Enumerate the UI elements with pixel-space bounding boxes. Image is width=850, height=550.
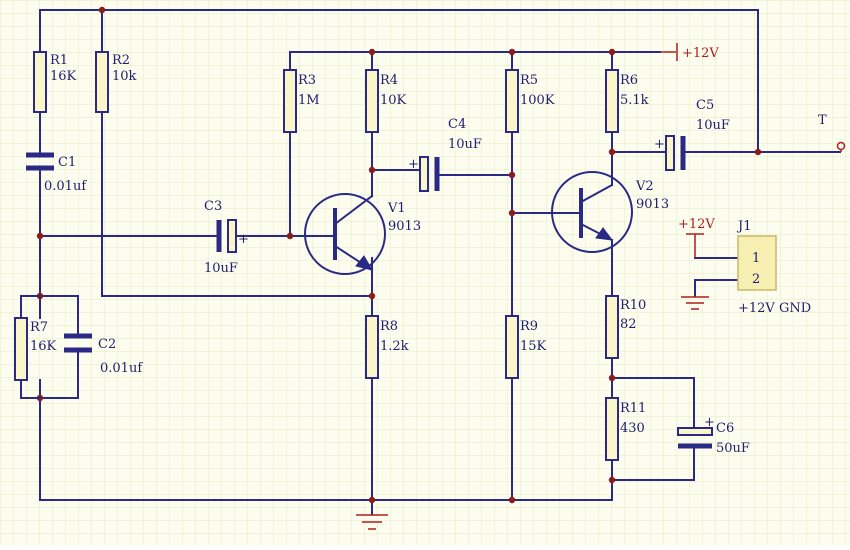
- c5-label: C5: [696, 98, 714, 113]
- r4-value: 10K: [380, 93, 407, 108]
- transistor-v2[interactable]: V2 9013: [551, 171, 669, 253]
- junction: [508, 496, 516, 504]
- junction: [368, 166, 376, 174]
- power-symbol-j1: +12V: [678, 217, 715, 258]
- c6-value: 50uF: [716, 441, 750, 456]
- j1-pin-2: 2: [752, 272, 760, 287]
- j1-label: J1: [736, 219, 751, 234]
- junction: [508, 209, 516, 217]
- output-terminal-label: T: [818, 113, 827, 128]
- r8-value: 1.2k: [380, 339, 409, 354]
- r1-label: R1: [50, 53, 68, 68]
- ground-symbol-main: [356, 514, 388, 530]
- r2-label: R2: [112, 53, 130, 68]
- r5-value: 100K: [520, 93, 555, 108]
- v2-value: 9013: [636, 197, 669, 212]
- junction: [608, 476, 616, 484]
- junction: [36, 232, 44, 240]
- resistor-r4[interactable]: R4 10K: [365, 69, 407, 133]
- r6-label: R6: [620, 73, 638, 88]
- svg-text:+: +: [238, 232, 249, 247]
- c3-label: C3: [204, 199, 222, 214]
- svg-text:+: +: [704, 415, 715, 430]
- r7-value: 16K: [30, 339, 57, 354]
- junction: [754, 148, 762, 156]
- capacitor-c6[interactable]: + C6 50uF: [677, 415, 750, 456]
- junction: [368, 496, 376, 504]
- c2-label: C2: [98, 337, 116, 352]
- r5-label: R5: [520, 73, 538, 88]
- resistor-r8[interactable]: R8 1.2k: [365, 315, 409, 379]
- r3-label: R3: [298, 73, 316, 88]
- resistor-r5[interactable]: R5 100K: [505, 69, 555, 133]
- capacitor-c1[interactable]: C1 0.01uf: [26, 152, 87, 194]
- r11-value: 430: [620, 421, 645, 436]
- connector-j1[interactable]: J1 1 2 +12V GND: [736, 219, 811, 316]
- c6-label: C6: [716, 421, 734, 436]
- r6-value: 5.1k: [620, 93, 649, 108]
- r1-value: 16K: [50, 69, 77, 84]
- r3-value: 1M: [298, 93, 320, 108]
- transistor-v1[interactable]: V1 9013: [304, 193, 421, 275]
- r9-value: 15K: [520, 339, 547, 354]
- wires: [39, 9, 841, 515]
- r7-label: R7: [30, 320, 48, 335]
- resistor-r9[interactable]: R9 15K: [505, 315, 547, 379]
- power-label: +12V: [682, 46, 719, 61]
- svg-text:+: +: [654, 137, 665, 152]
- junction: [98, 6, 106, 14]
- r4-label: R4: [380, 73, 398, 88]
- ground-symbol-j1: [681, 296, 709, 310]
- r8-label: R8: [380, 319, 398, 334]
- junction: [608, 48, 616, 56]
- capacitor-c2[interactable]: C2 0.01uf: [64, 333, 143, 376]
- resistor-r3[interactable]: R3 1M: [283, 69, 320, 133]
- v1-value: 9013: [388, 219, 421, 234]
- r9-label: R9: [520, 319, 538, 334]
- c5-value: 10uF: [696, 118, 730, 133]
- capacitor-c3[interactable]: + C3 10uF: [204, 199, 249, 276]
- v2-label: V2: [635, 179, 654, 194]
- junction: [608, 148, 616, 156]
- r11-label: R11: [620, 401, 646, 416]
- j1-power-label: +12V: [678, 217, 715, 232]
- r10-value: 82: [620, 317, 637, 332]
- c1-label: C1: [58, 155, 76, 170]
- j1-pin-1: 1: [752, 251, 760, 266]
- output-terminal[interactable]: T: [818, 113, 846, 152]
- resistor-r6[interactable]: R6 5.1k: [605, 69, 649, 133]
- resistor-r2[interactable]: R2 10k: [95, 51, 137, 113]
- capacitor-c4[interactable]: + C4 10uF: [408, 117, 482, 192]
- svg-text:+: +: [408, 157, 419, 172]
- c2-value: 0.01uf: [100, 361, 143, 376]
- j1-caption: +12V GND: [738, 301, 811, 316]
- c4-label: C4: [448, 117, 466, 132]
- junction: [368, 292, 376, 300]
- c3-value: 10uF: [204, 261, 238, 276]
- junction: [508, 171, 516, 179]
- junction: [286, 232, 294, 240]
- capacitor-c5[interactable]: + C5 10uF: [654, 98, 730, 171]
- c4-value: 10uF: [448, 137, 482, 152]
- resistor-r1[interactable]: R1 16K: [33, 51, 77, 113]
- r10-label: R10: [620, 298, 646, 313]
- c1-value: 0.01uf: [44, 179, 87, 194]
- power-supply-12v: +12V: [660, 43, 719, 61]
- r2-value: 10k: [112, 69, 137, 84]
- v1-label: V1: [387, 201, 406, 216]
- junction: [368, 48, 376, 56]
- junction: [608, 374, 616, 382]
- junctions: [36, 6, 762, 504]
- junction: [508, 48, 516, 56]
- resistor-r10[interactable]: R10 82: [605, 295, 646, 359]
- resistor-r11[interactable]: R11 430: [605, 397, 646, 461]
